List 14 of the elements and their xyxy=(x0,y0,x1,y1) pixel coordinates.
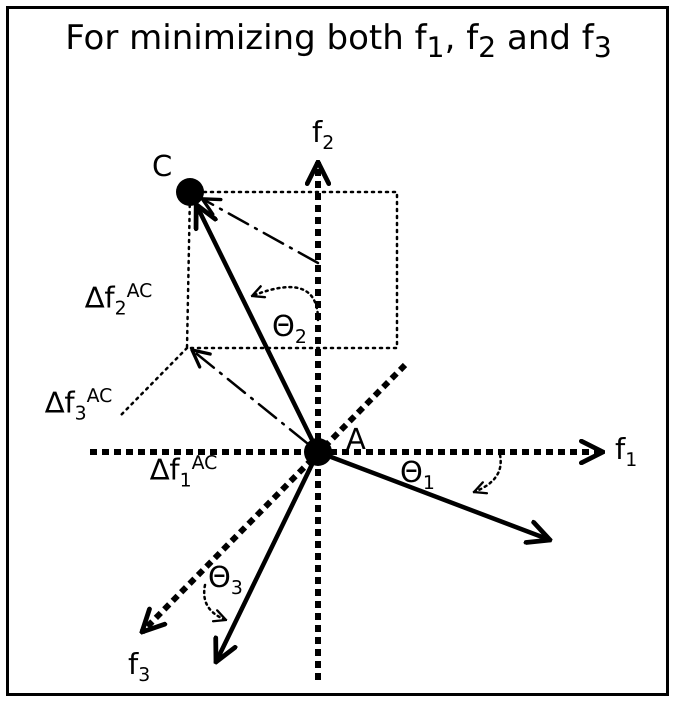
arrow xyxy=(194,202,314,442)
point-label: A xyxy=(346,425,366,454)
angle-label: Θ$_{2}$ xyxy=(272,312,307,348)
axis-label: f$_{2}$ xyxy=(312,118,334,154)
point-label: C xyxy=(152,152,172,181)
angle-label: Θ$_{3}$ xyxy=(208,563,243,599)
axis-label: f$_{1}$ xyxy=(615,435,638,471)
axis-label: f$_{3}$ xyxy=(128,650,150,686)
arrow xyxy=(190,348,308,444)
arrow xyxy=(213,462,314,664)
title: For minimizing both f$_{1}$, f$_{2}$ and f$_{3}$ xyxy=(64,18,613,64)
angle-label: Θ$_{1}$ xyxy=(400,458,435,494)
arrow xyxy=(200,197,320,264)
arrow xyxy=(328,454,552,545)
